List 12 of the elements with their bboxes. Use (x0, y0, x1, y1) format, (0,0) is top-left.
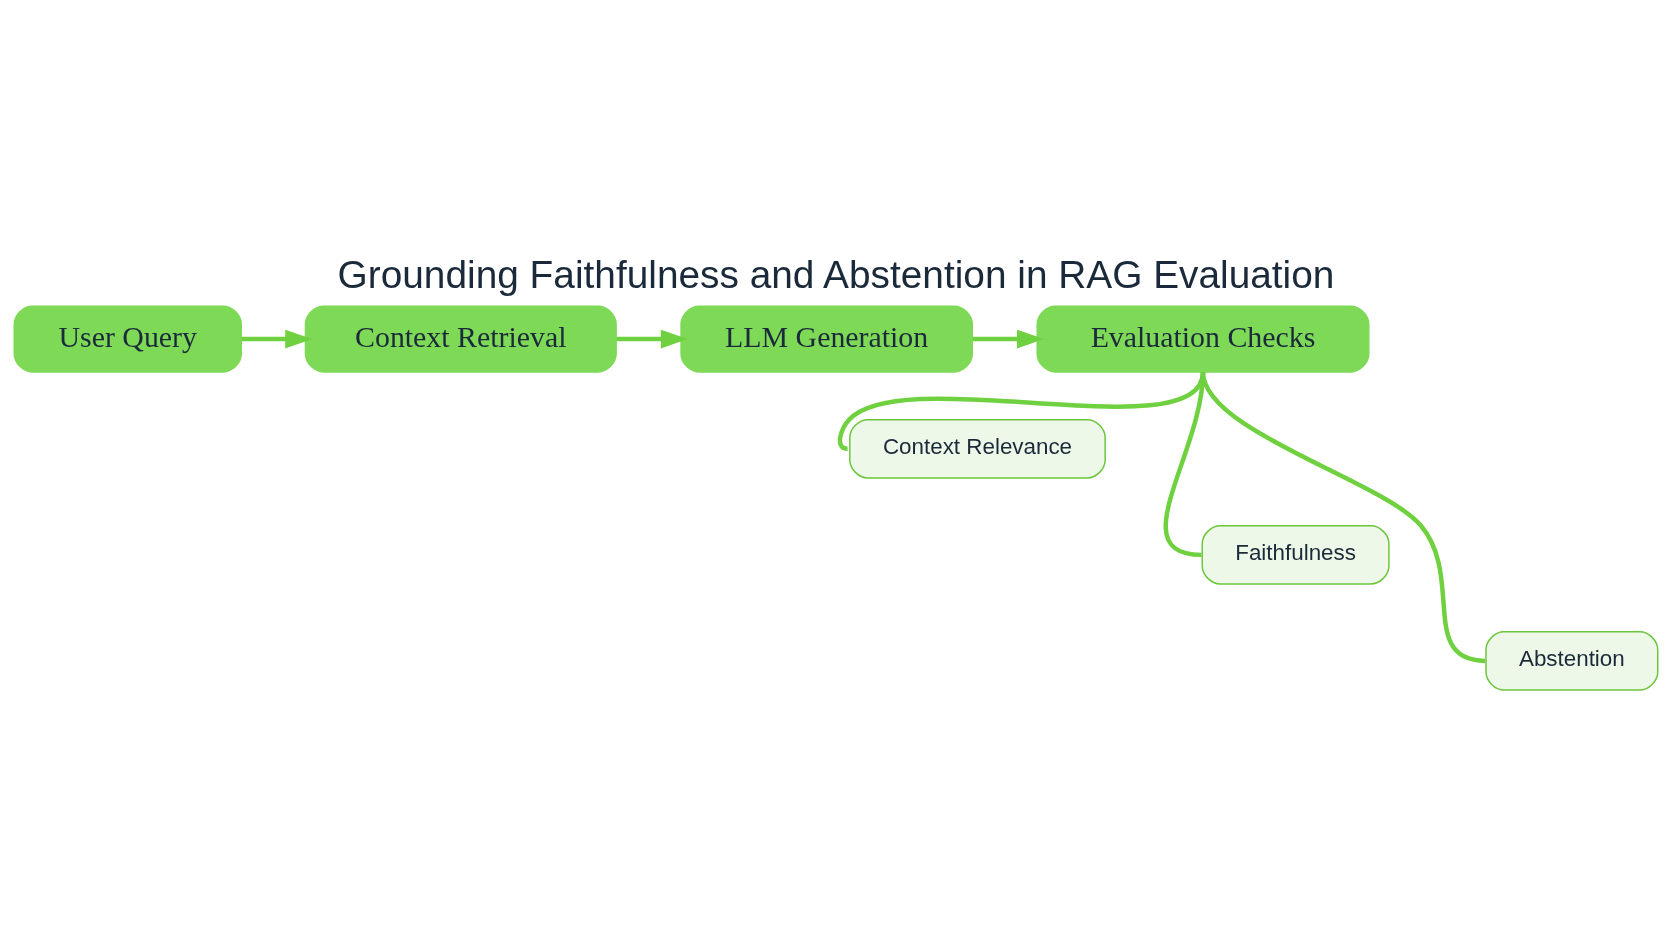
node-box: User Query (13, 305, 242, 373)
node-box: Abstention (1485, 631, 1659, 691)
arrow (616, 329, 688, 349)
arrow (972, 329, 1044, 349)
connector (1200, 371, 1486, 664)
node-box: LLM Generation (680, 305, 973, 373)
diagram-title: Grounding Faithfulness and Abstention in RAG Evaluation (337, 253, 1335, 297)
node-box: Context Retrieval (304, 305, 617, 373)
node-box: Context Relevance (849, 419, 1106, 479)
node-box: Evaluation Checks (1036, 305, 1370, 373)
arrow (241, 329, 313, 349)
node-box: Faithfulness (1201, 525, 1390, 585)
